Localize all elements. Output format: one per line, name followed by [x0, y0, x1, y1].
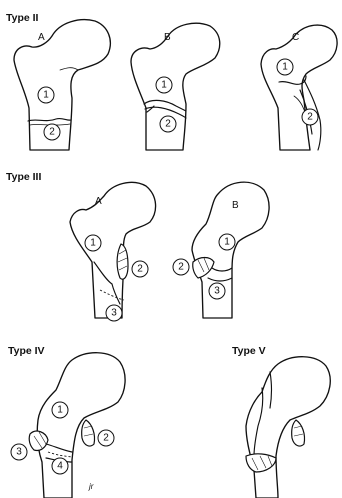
type-v-title: Type V	[232, 345, 266, 357]
type-iv-fragment-2-number: 2	[103, 433, 109, 444]
type-iii-a-fragment-2-number: 2	[137, 264, 143, 275]
type-iii-b-fragment-3-number: 3	[214, 286, 220, 297]
type-iii-a-femur	[70, 182, 156, 318]
type-ii-b-femur	[131, 23, 220, 150]
type-iii-b-label: B	[232, 200, 239, 211]
type-iii-b-fragment-1-number: 1	[224, 237, 230, 248]
type-iv-femur	[29, 353, 125, 498]
type-ii-a-femur	[14, 20, 110, 150]
type-iii-b-fragment-2-number: 2	[178, 262, 184, 273]
type-ii-title: Type II	[6, 12, 39, 24]
type-iv-fragment-1-number: 1	[57, 405, 63, 416]
type-iv-fragment-3-number: 3	[16, 447, 22, 458]
type-iii-b-femur	[192, 182, 269, 318]
type-iv-fragment-4-number: 4	[57, 461, 63, 472]
type-iv-title: Type IV	[8, 345, 45, 357]
type-iii-a-fragment-1-number: 1	[90, 238, 96, 249]
type-iii-a-label: A	[95, 196, 102, 207]
type-iii-title: Type III	[6, 171, 41, 183]
type-ii-a-label: A	[38, 32, 45, 43]
artist-signature: jr	[88, 482, 94, 491]
type-ii-c-label: C	[292, 32, 299, 43]
type-v-femur	[246, 357, 330, 498]
type-ii-b-fragment-2-number: 2	[165, 119, 171, 130]
type-ii-c-fragment-1-number: 1	[282, 62, 288, 73]
type-ii-a-fragment-1-number: 1	[43, 90, 49, 101]
type-ii-c-fragment-2-number: 2	[307, 112, 313, 123]
type-ii-b-fragment-1-number: 1	[161, 80, 167, 91]
type-ii-b-label: B	[164, 32, 171, 43]
type-ii-a-fragment-2-number: 2	[49, 127, 55, 138]
type-ii-c-femur	[261, 25, 337, 150]
type-iii-a-fragment-3-number: 3	[111, 308, 117, 319]
